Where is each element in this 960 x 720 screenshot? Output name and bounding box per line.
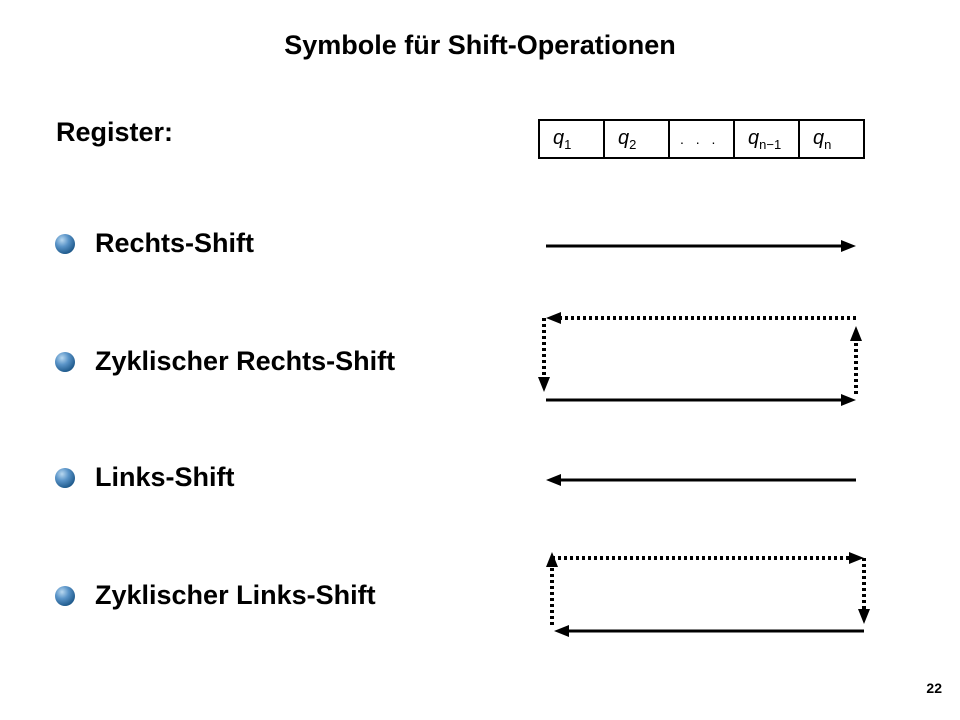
- bullet-icon: [55, 351, 75, 372]
- zyklischer-rechts-shift-arrow: [538, 312, 862, 406]
- list-item-label: Links-Shift: [95, 462, 235, 492]
- list-item-zyklischer-rechts-shift: Zyklischer Rechts-Shift: [55, 346, 395, 377]
- register-cell-q2: q2: [603, 120, 669, 158]
- register-label: Register:: [56, 117, 174, 147]
- register-cell-qn-1: qn−1: [733, 120, 799, 158]
- list-item-label: Rechts-Shift: [95, 228, 255, 258]
- rechts-shift-arrow: [546, 240, 856, 252]
- page-title: Symbole für Shift-Operationen: [284, 30, 676, 60]
- register-table: q1 q2 . . . qn−1 qn: [538, 119, 865, 159]
- register-cell-q1: q1: [553, 126, 572, 152]
- list-item-links-shift: Links-Shift: [55, 462, 235, 493]
- list-item-rechts-shift: Rechts-Shift: [55, 228, 254, 259]
- list-item-zyklischer-links-shift: Zyklischer Links-Shift: [55, 580, 376, 611]
- bullet-icon: [55, 585, 75, 606]
- page-number: 22: [926, 680, 942, 696]
- list-item-label: Zyklischer Rechts-Shift: [95, 346, 396, 376]
- bullet-icon: [55, 233, 75, 254]
- bullet-icon: [55, 467, 75, 488]
- links-shift-arrow: [546, 474, 856, 486]
- register-cell-qn: qn: [798, 120, 864, 158]
- zyklischer-links-shift-arrow: [546, 552, 870, 637]
- register-cell-ellipsis: . . .: [668, 120, 734, 158]
- list-item-label: Zyklischer Links-Shift: [95, 580, 376, 610]
